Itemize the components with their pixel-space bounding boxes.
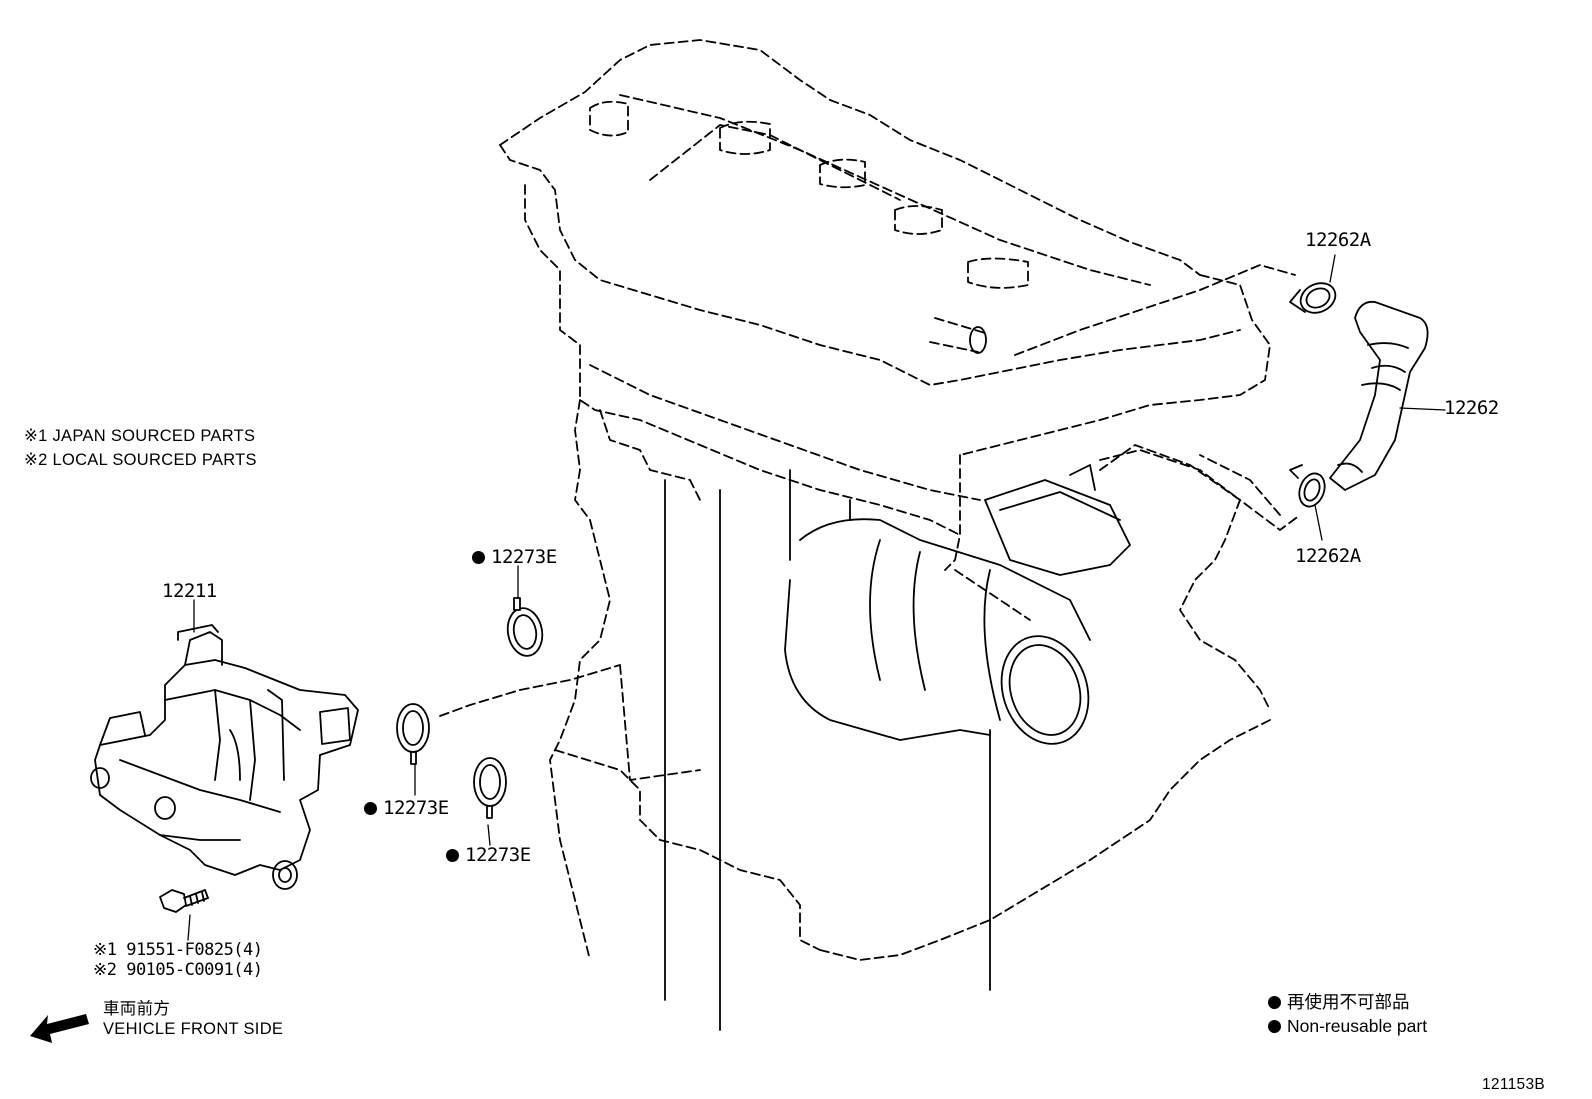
- clip-12262a-bottom: [1289, 464, 1326, 508]
- part-label-bolt-local[interactable]: ※2 90105-C0091(4): [93, 960, 263, 980]
- engine-block-outline: [439, 39, 1301, 961]
- front-direction-english: VEHICLE FRONT SIDE: [103, 1020, 284, 1038]
- part-label-12211[interactable]: 12211: [162, 580, 217, 602]
- bolt-91551: [159, 889, 209, 913]
- japan-sourced-note: ※1 JAPAN SOURCED PARTS: [24, 427, 256, 445]
- local-sourced-note: ※2 LOCAL SOURCED PARTS: [24, 451, 257, 469]
- gasket-upper: [506, 597, 544, 657]
- front-direction-japanese: 車両前方: [103, 1000, 171, 1018]
- part-label-12262[interactable]: 12262: [1444, 397, 1499, 419]
- gasket-lower: [473, 757, 507, 819]
- legend-non-reusable-japanese: 再使用不可部品: [1268, 993, 1410, 1012]
- figure-id: 121153B: [1482, 1076, 1546, 1093]
- non-reusable-marker-icon: [472, 551, 485, 564]
- legend-non-reusable-english: Non-reusable part: [1268, 1017, 1427, 1036]
- gasket-middle: [396, 703, 430, 765]
- part-label-12273e-middle[interactable]: 12273E: [364, 799, 449, 818]
- clip-12262a-top: [1289, 282, 1337, 314]
- non-reusable-marker-icon: [1268, 1020, 1281, 1033]
- part-label-12273e-lower[interactable]: 12273E: [446, 846, 531, 865]
- leader-lines: [187, 254, 1446, 941]
- hose-12262: [1329, 300, 1429, 491]
- part-label-12262a-bottom[interactable]: 12262A: [1295, 545, 1361, 567]
- part-label-12273e-upper[interactable]: 12273E: [472, 548, 557, 567]
- non-reusable-marker-icon: [1268, 996, 1281, 1009]
- engine-detail-lines: [589, 100, 1029, 1031]
- oil-separator-12211: [90, 624, 359, 890]
- non-reusable-marker-icon: [364, 802, 377, 815]
- non-reusable-marker-icon: [446, 849, 459, 862]
- part-label-bolt-japan[interactable]: ※1 91551-F0825(4): [93, 940, 263, 960]
- intake-throttle-body: [784, 464, 1131, 745]
- part-label-12262a-top[interactable]: 12262A: [1305, 229, 1371, 251]
